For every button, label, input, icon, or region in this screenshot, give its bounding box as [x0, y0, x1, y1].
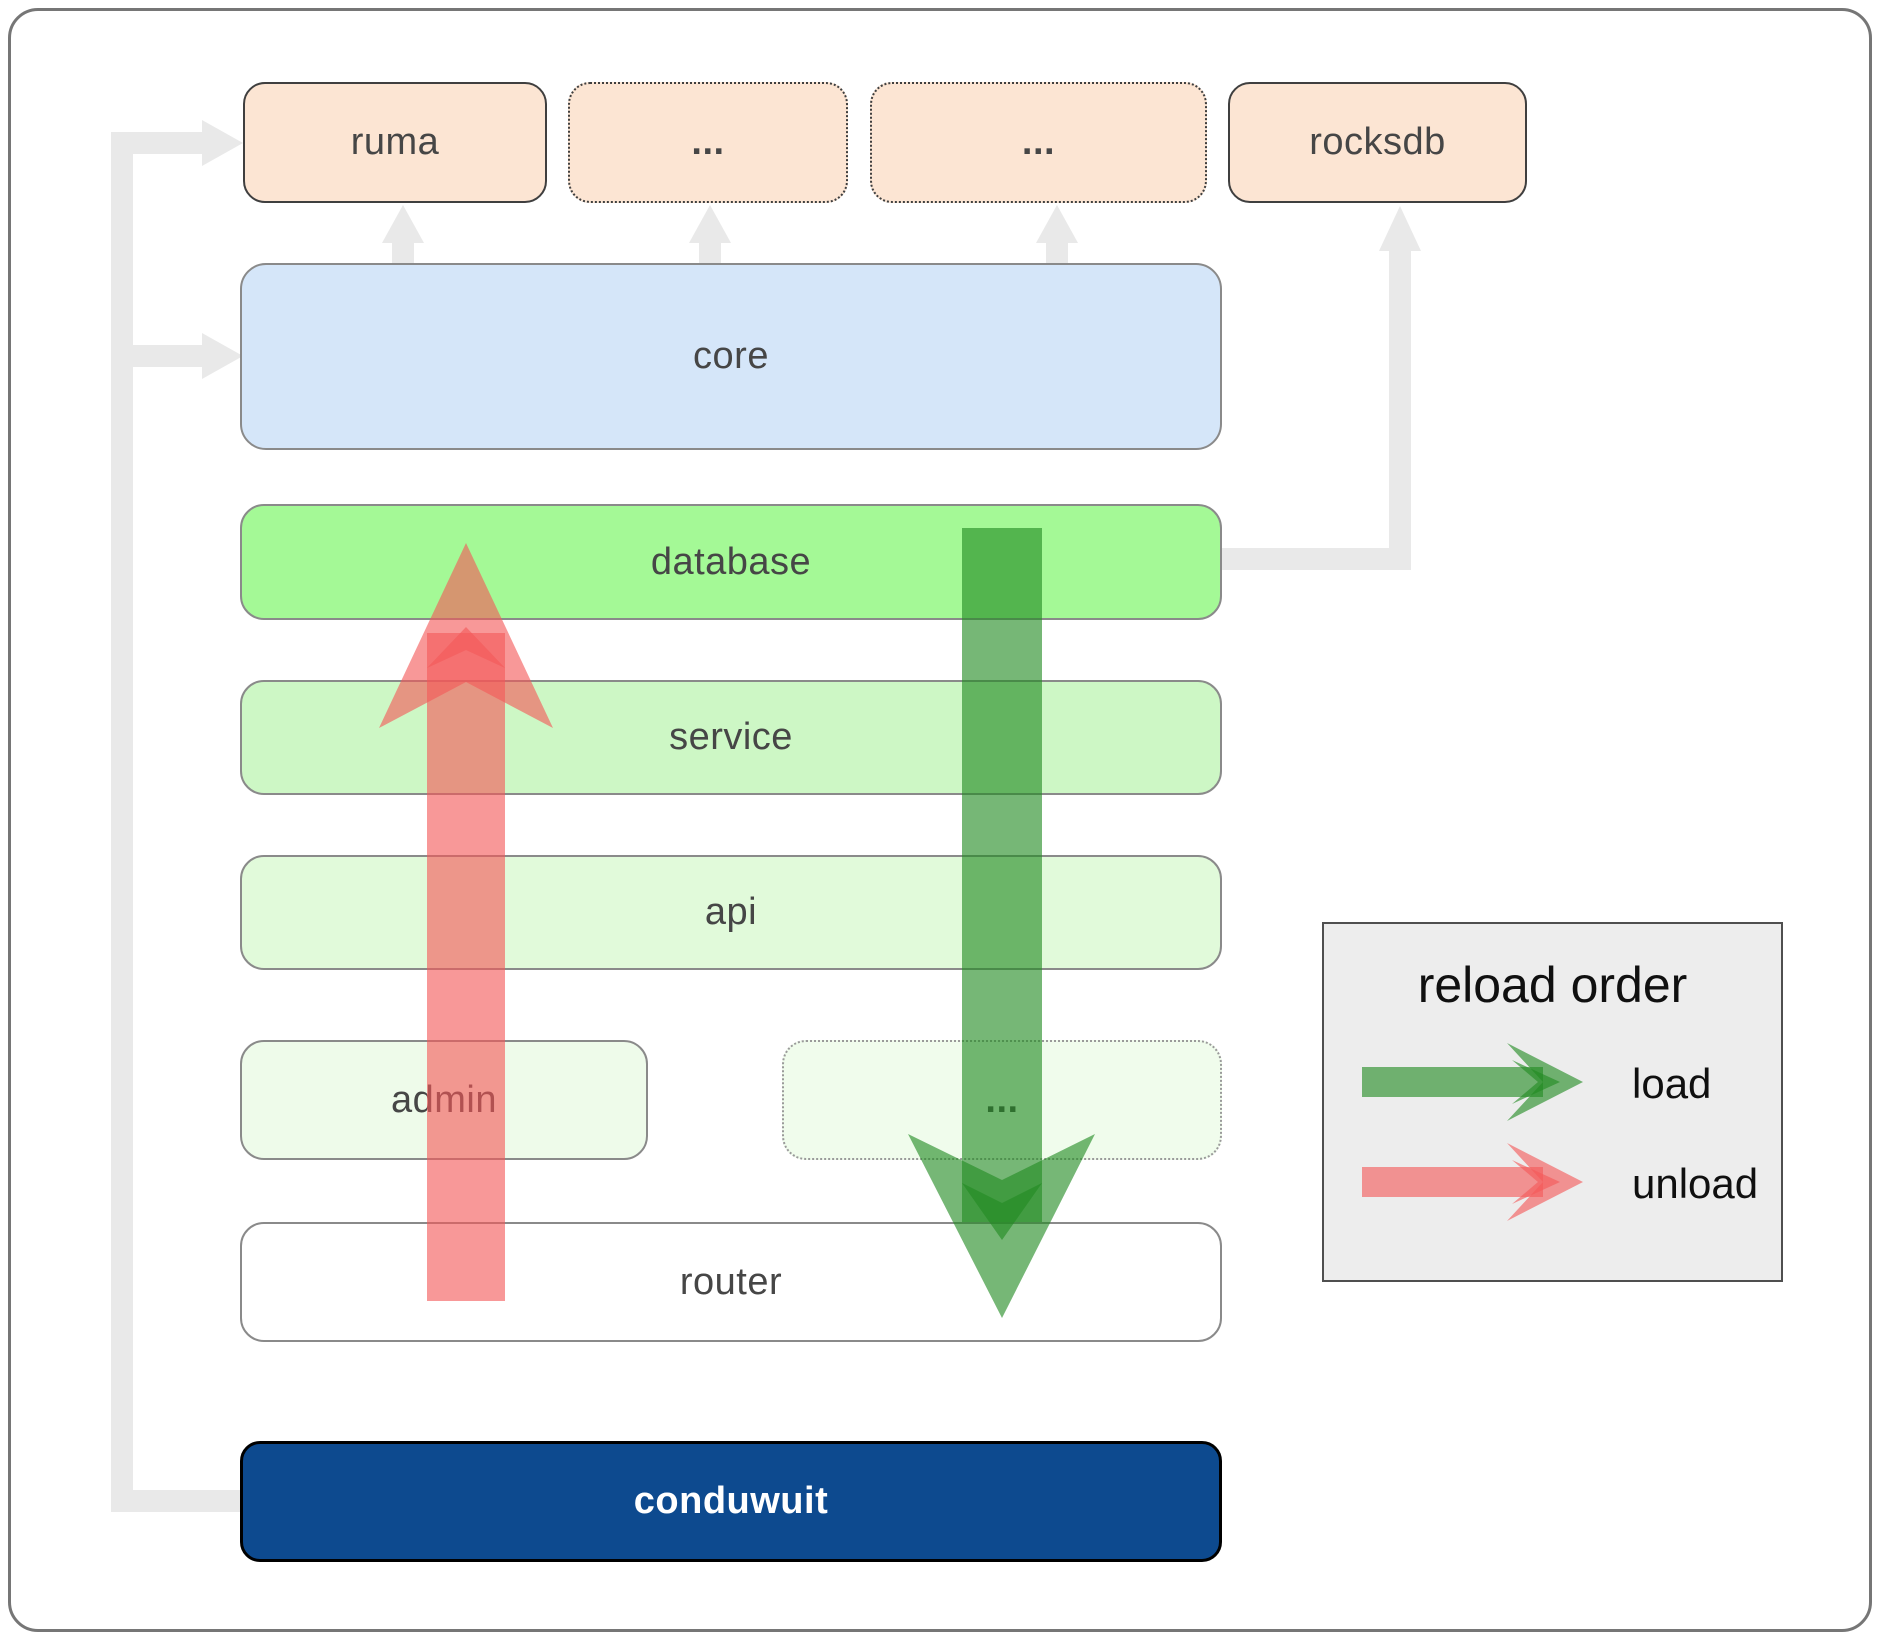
node-admin-ellipsis: ... [782, 1040, 1222, 1160]
node-database-label: database [650, 540, 812, 583]
node-rocksdb-label: rocksdb [1309, 121, 1446, 163]
node-service-label: service [669, 716, 793, 758]
node-dependency-ellipsis-1: ... [568, 82, 848, 203]
node-dependency-ellipsis-1-label: ... [691, 121, 725, 163]
node-database: database [240, 504, 1222, 620]
node-ruma-label: ruma [350, 121, 440, 163]
node-admin-ellipsis-label: ... [985, 1078, 1019, 1121]
node-admin: admin [240, 1040, 648, 1160]
legend-load-label: load [1632, 1060, 1712, 1107]
node-api-label: api [704, 891, 758, 933]
node-core: core [240, 263, 1222, 450]
node-router-label: router [679, 1260, 783, 1303]
node-conduwuit-label: conduwuit [633, 1480, 829, 1522]
legend-box: reload order load unload [1322, 922, 1783, 1282]
node-ruma: ruma [243, 82, 547, 203]
node-router: router [240, 1222, 1222, 1342]
legend-unload-label: unload [1632, 1160, 1759, 1207]
node-dependency-ellipsis-2: ... [870, 82, 1207, 203]
node-service: service [240, 680, 1222, 795]
legend-title: reload order [1417, 957, 1688, 1013]
node-core-label: core [693, 335, 769, 377]
node-api: api [240, 855, 1222, 970]
node-rocksdb: rocksdb [1228, 82, 1527, 203]
node-admin-label: admin [391, 1078, 497, 1121]
outer-frame [8, 8, 1872, 1632]
node-conduwuit: conduwuit [240, 1441, 1222, 1562]
node-dependency-ellipsis-2-label: ... [1021, 121, 1056, 163]
